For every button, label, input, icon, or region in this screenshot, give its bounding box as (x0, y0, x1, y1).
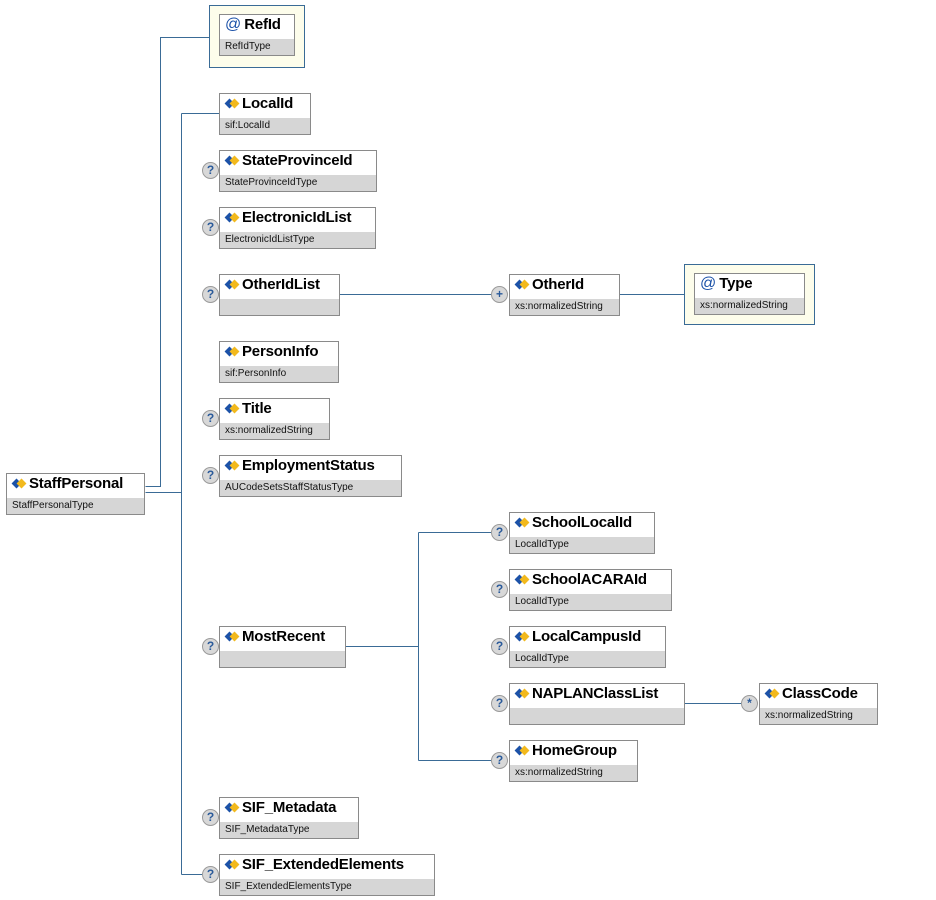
node-type (510, 708, 684, 724)
element-icon (12, 479, 26, 489)
repeating-badge: + (491, 286, 508, 303)
element-icon (515, 746, 529, 756)
node-type: xs:normalizedString (510, 765, 637, 781)
node-name: ClassCode (782, 685, 858, 702)
node-name: Type (719, 275, 753, 292)
optional-badge: ? (491, 581, 508, 598)
element-icon (225, 347, 239, 357)
element-icon (515, 280, 529, 290)
node-name: SIF_ExtendedElements (242, 856, 404, 873)
node-otherid[interactable]: OtherId xs:normalizedString (509, 274, 620, 316)
node-type: xs:normalizedString (510, 299, 619, 315)
element-icon (515, 575, 529, 585)
node-type: xs:normalizedString (760, 708, 877, 724)
node-name: Title (242, 400, 272, 417)
node-type: xs:normalizedString (220, 423, 329, 439)
element-icon (515, 632, 529, 642)
element-icon (515, 689, 529, 699)
optional-badge: ? (491, 524, 508, 541)
optional-badge: ? (202, 410, 219, 427)
connector-refid (145, 37, 209, 487)
node-name: SchoolLocalId (532, 514, 632, 531)
element-icon (225, 632, 239, 642)
element-icon (225, 213, 239, 223)
node-type: LocalIdType (510, 594, 671, 610)
optional-badge: ? (202, 638, 219, 655)
node-type: SIF_ExtendedElementsType (220, 879, 434, 895)
optional-badge: ? (202, 809, 219, 826)
element-icon (225, 803, 239, 813)
node-name: SIF_Metadata (242, 799, 337, 816)
node-name: NAPLANClassList (532, 685, 659, 702)
element-icon (225, 860, 239, 870)
node-personinfo[interactable]: PersonInfo sif:PersonInfo (219, 341, 339, 383)
node-name: StaffPersonal (29, 475, 124, 492)
node-name: OtherId (532, 276, 584, 293)
repeating-badge: * (741, 695, 758, 712)
node-naplanclasslist[interactable]: NAPLANClassList (509, 683, 685, 725)
element-icon (225, 461, 239, 471)
element-icon (225, 280, 239, 290)
attribute-at-icon: @ (700, 274, 717, 292)
node-schoolacaraid[interactable]: SchoolACARAId LocalIdType (509, 569, 672, 611)
node-name: ElectronicIdList (242, 209, 352, 226)
node-classcode[interactable]: ClassCode xs:normalizedString (759, 683, 878, 725)
element-icon (225, 99, 239, 109)
node-schoollocalid[interactable]: SchoolLocalId LocalIdType (509, 512, 655, 554)
optional-badge: ? (202, 467, 219, 484)
optional-badge: ? (202, 286, 219, 303)
node-staffpersonal[interactable]: StaffPersonal StaffPersonalType (6, 473, 145, 515)
node-type: xs:normalizedString (695, 298, 804, 314)
node-stateprovinceid[interactable]: StateProvinceId StateProvinceIdType (219, 150, 377, 192)
element-icon (225, 404, 239, 414)
node-sif-metadata[interactable]: SIF_Metadata SIF_MetadataType (219, 797, 359, 839)
node-name: OtherIdList (242, 276, 320, 293)
node-refid[interactable]: @RefId RefIdType (219, 14, 295, 56)
node-type: ElectronicIdListType (220, 232, 375, 248)
element-icon (225, 156, 239, 166)
node-title[interactable]: Title xs:normalizedString (219, 398, 330, 440)
node-sif-extendedelements[interactable]: SIF_ExtendedElements SIF_ExtendedElement… (219, 854, 435, 896)
element-icon (515, 518, 529, 528)
optional-badge: ? (491, 695, 508, 712)
node-localcampusid[interactable]: LocalCampusId LocalIdType (509, 626, 666, 668)
node-name: SchoolACARAId (532, 571, 647, 588)
node-type: sif:LocalId (220, 118, 310, 134)
node-type: RefIdType (220, 39, 294, 55)
node-type: sif:PersonInfo (220, 366, 338, 382)
node-type: SIF_MetadataType (220, 822, 358, 838)
element-icon (765, 689, 779, 699)
optional-badge: ? (202, 162, 219, 179)
node-type (220, 651, 345, 667)
optional-badge: ? (202, 866, 219, 883)
node-name: MostRecent (242, 628, 326, 645)
node-name: PersonInfo (242, 343, 319, 360)
node-type: AUCodeSetsStaffStatusType (220, 480, 401, 496)
node-type: LocalIdType (510, 537, 654, 553)
node-type-attribute[interactable]: @Type xs:normalizedString (694, 273, 805, 315)
attribute-at-icon: @ (225, 15, 242, 33)
optional-badge: ? (491, 638, 508, 655)
node-name: RefId (244, 16, 281, 33)
node-name: LocalId (242, 95, 294, 112)
node-localid[interactable]: LocalId sif:LocalId (219, 93, 311, 135)
node-name: HomeGroup (532, 742, 617, 759)
node-otheridlist[interactable]: OtherIdList (219, 274, 340, 316)
node-name: StateProvinceId (242, 152, 353, 169)
node-type: StateProvinceIdType (220, 175, 376, 191)
node-type: StaffPersonalType (7, 498, 144, 514)
node-homegroup[interactable]: HomeGroup xs:normalizedString (509, 740, 638, 782)
node-name: LocalCampusId (532, 628, 642, 645)
node-mostrecent[interactable]: MostRecent (219, 626, 346, 668)
node-electronicidlist[interactable]: ElectronicIdList ElectronicIdListType (219, 207, 376, 249)
node-type: LocalIdType (510, 651, 665, 667)
optional-badge: ? (491, 752, 508, 769)
node-employmentstatus[interactable]: EmploymentStatus AUCodeSetsStaffStatusTy… (219, 455, 402, 497)
node-type (220, 299, 339, 315)
optional-badge: ? (202, 219, 219, 236)
node-name: EmploymentStatus (242, 457, 375, 474)
